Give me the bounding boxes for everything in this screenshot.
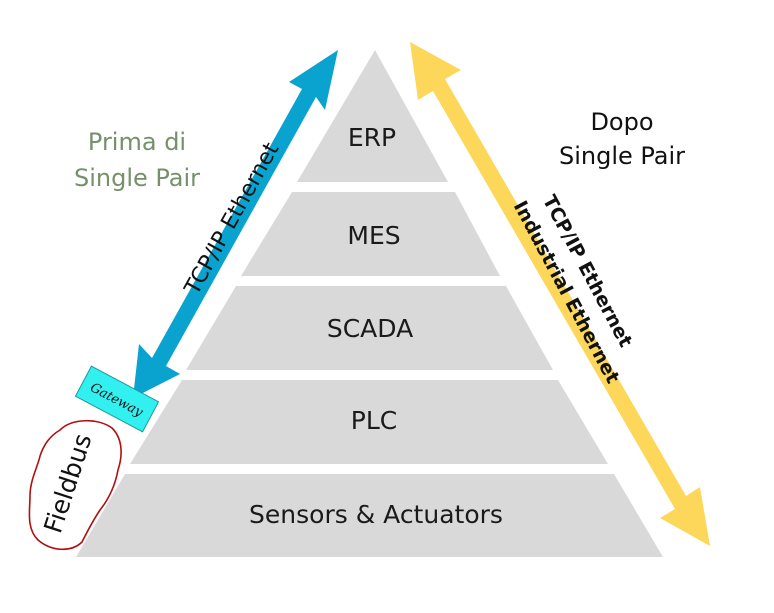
- mes-label: MES: [347, 221, 400, 250]
- layer-mes: [241, 192, 500, 276]
- before-line2: Single Pair: [74, 164, 200, 192]
- tcpip-arrow-left: [133, 50, 338, 398]
- before-line1: Prima di: [88, 128, 186, 156]
- tcpip-arrow-right: [410, 42, 710, 546]
- plc-label: PLC: [351, 406, 397, 435]
- after-line2: Single Pair: [559, 142, 685, 170]
- sensors-label: Sensors & Actuators: [249, 500, 503, 529]
- layer-erp: [297, 50, 448, 182]
- fieldbus-outline: [28, 419, 122, 551]
- fieldbus-label: Fieldbus: [38, 430, 97, 536]
- layer-plc: [130, 380, 608, 464]
- layer-scada: [186, 286, 553, 370]
- layer-sensors: [76, 474, 663, 557]
- after-line1: Dopo: [590, 108, 653, 136]
- erp-label: ERP: [348, 123, 396, 152]
- scada-label: SCADA: [327, 314, 413, 343]
